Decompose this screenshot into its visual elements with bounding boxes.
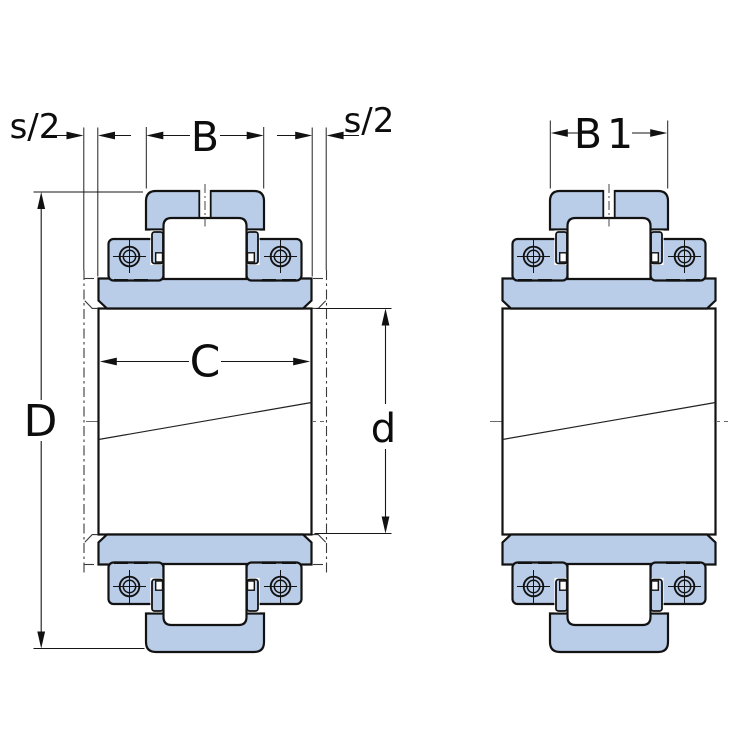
dim-s-half-right: s/2 <box>277 101 394 141</box>
dim-label-d-outer: D <box>24 396 58 447</box>
dim-label-b: B <box>191 113 219 161</box>
dim-b: B <box>146 113 264 161</box>
right-bearing-body <box>501 182 717 654</box>
dim-d-bore: d <box>314 308 396 534</box>
dim-label-d-bore: d <box>371 406 396 452</box>
extension-lines-right <box>549 120 669 189</box>
dim-label-b1: B1 <box>574 110 638 158</box>
dim-b1: B1 <box>550 110 668 158</box>
extension-lines <box>83 127 327 277</box>
left-view: s/2 B s/2 D <box>10 101 396 654</box>
phantom-envelope <box>83 270 328 573</box>
dim-c: C <box>99 337 311 388</box>
left-bearing-body <box>97 182 313 654</box>
dim-label-s-half-left: s/2 <box>10 107 61 147</box>
dim-label-c: C <box>190 337 221 388</box>
dim-s-half-left: s/2 <box>10 107 131 147</box>
dim-label-s-half-right: s/2 <box>344 101 395 141</box>
right-view: B1 <box>490 110 728 654</box>
dim-d-outer: D <box>24 191 145 649</box>
